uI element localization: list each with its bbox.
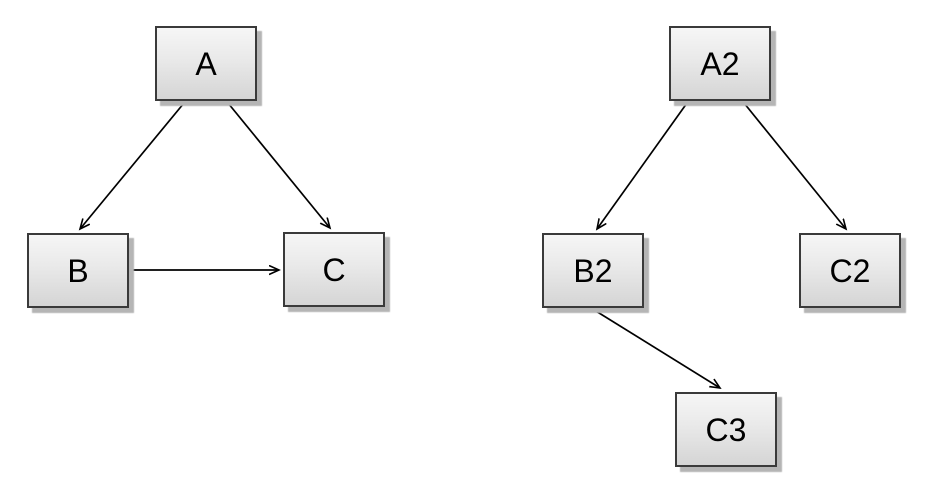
node-A[interactable]: A [155, 26, 257, 101]
node-B2-label: B2 [573, 252, 613, 289]
edge-A-C[interactable] [227, 102, 330, 228]
node-C2-label: C2 [829, 252, 871, 289]
edge-A2-B2[interactable] [597, 102, 688, 229]
node-C2[interactable]: C2 [799, 233, 901, 308]
edge-B2-C3[interactable] [590, 307, 720, 388]
edge-A-B[interactable] [80, 102, 185, 229]
node-A2-label: A2 [700, 45, 740, 82]
edge-A2-C2[interactable] [743, 102, 846, 229]
node-C3-label: C3 [705, 411, 747, 448]
node-C-label: C [322, 251, 346, 288]
node-B[interactable]: B [27, 233, 129, 308]
node-B2[interactable]: B2 [542, 233, 644, 308]
node-A-label: A [195, 45, 217, 82]
node-C[interactable]: C [283, 232, 385, 307]
node-B-label: B [67, 252, 89, 289]
node-A2[interactable]: A2 [669, 26, 771, 101]
node-C3[interactable]: C3 [675, 392, 777, 467]
